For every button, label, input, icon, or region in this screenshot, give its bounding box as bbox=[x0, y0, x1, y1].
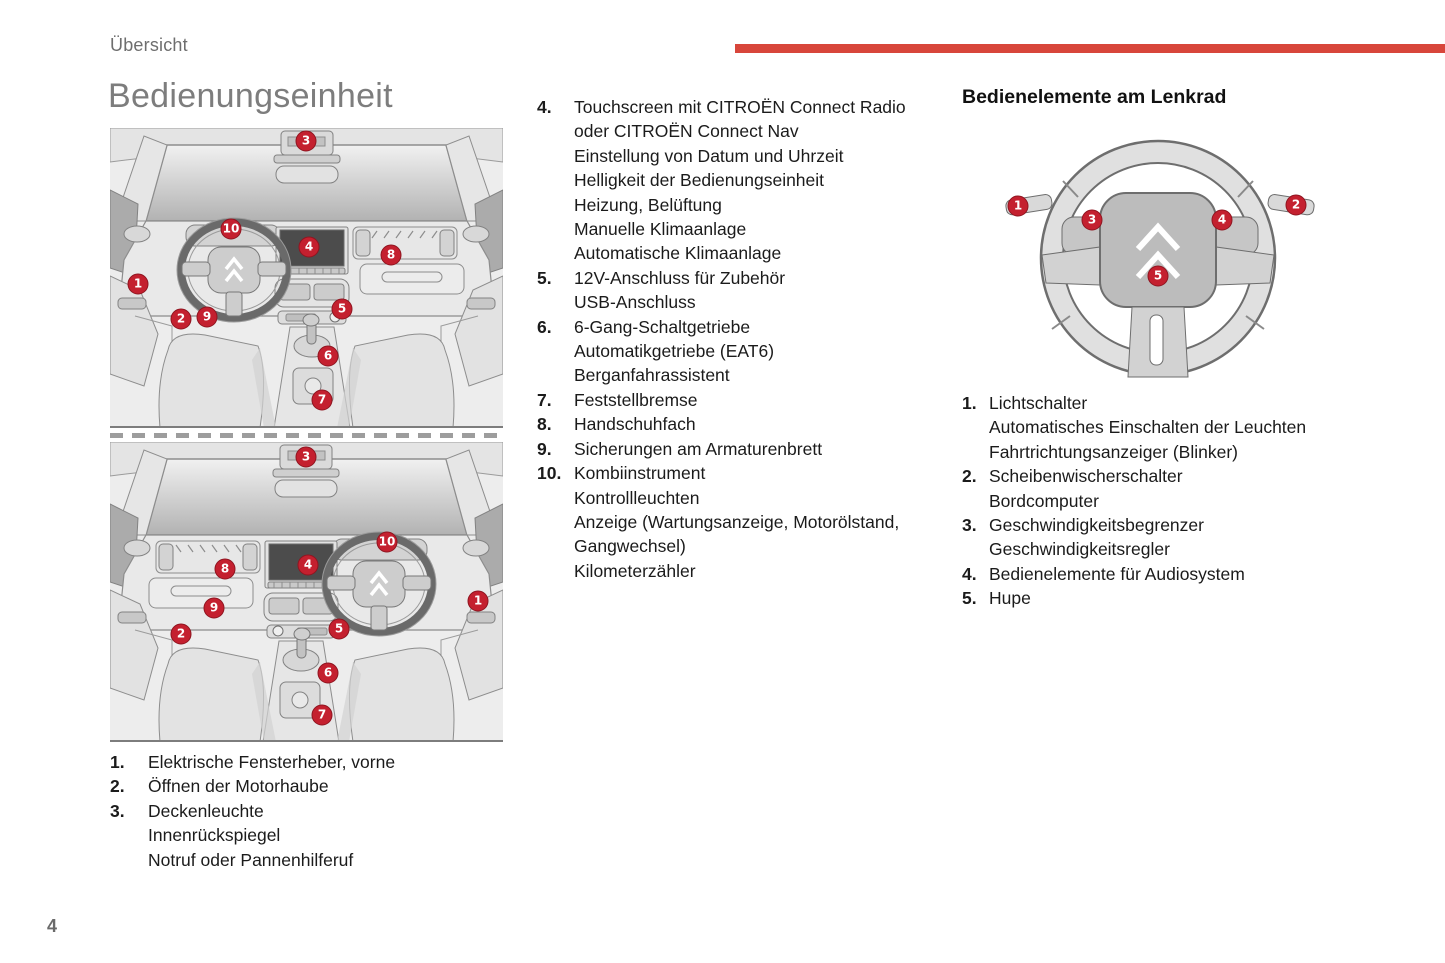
callout-marker-8: 8 bbox=[380, 244, 402, 266]
page-number: 4 bbox=[47, 916, 58, 936]
legend-item-number: 2. bbox=[110, 776, 125, 797]
legend-list-controls: 1. Elektrische Fensterheber, vorne 2. Öffne… bbox=[110, 750, 520, 872]
accent-bar bbox=[735, 44, 1445, 53]
legend-item: 4. Bedienelemente für Audiosystem bbox=[962, 562, 1412, 586]
steering-section-title: Bedienelemente am Lenkrad bbox=[962, 86, 1227, 108]
legend-item: 2. Öffnen der Motorhaube bbox=[110, 774, 520, 798]
legend-item: 1. Elektrische Fensterheber, vorne bbox=[110, 750, 520, 774]
legend-item-lines: Hupe bbox=[989, 588, 1031, 609]
legend-item: 9. Sicherungen am Armaturenbrett bbox=[537, 437, 962, 461]
callout-marker-4: 4 bbox=[298, 236, 320, 258]
legend-item-lines: Sicherungen am Armaturenbrett bbox=[574, 438, 823, 459]
legend-item: 5. Hupe bbox=[962, 586, 1412, 610]
callout-marker-3: 3 bbox=[1081, 209, 1103, 231]
callout-marker-1: 1 bbox=[1007, 195, 1029, 217]
dashboard-illustration-lhd bbox=[110, 128, 503, 428]
legend-item-number: 1. bbox=[962, 393, 977, 413]
callout-marker-3: 3 bbox=[295, 446, 317, 468]
callout-marker-1: 1 bbox=[127, 273, 149, 295]
legend-item-number: 8. bbox=[537, 414, 552, 435]
callout-marker-6: 6 bbox=[317, 345, 339, 367]
callout-marker-10: 10 bbox=[220, 218, 242, 240]
callout-marker-2: 2 bbox=[1285, 194, 1307, 216]
callout-marker-3: 3 bbox=[295, 130, 317, 152]
callout-marker-7: 7 bbox=[311, 389, 333, 411]
breadcrumb: Übersicht bbox=[110, 35, 188, 55]
legend-item: 8. Handschuhfach bbox=[537, 412, 962, 436]
legend-item-number: 2. bbox=[962, 466, 977, 487]
diagram-divider bbox=[110, 433, 503, 438]
steering-wheel-diagram: 1 2 3 4 5 bbox=[1000, 133, 1320, 383]
callout-marker-2: 2 bbox=[170, 623, 192, 645]
callout-marker-9: 9 bbox=[196, 306, 218, 328]
page-title: Bedienungseinheit bbox=[108, 77, 393, 115]
legend-item-number: 3. bbox=[110, 800, 125, 821]
callout-marker-2: 2 bbox=[170, 308, 192, 330]
legend-item-number: 7. bbox=[537, 389, 552, 410]
legend-item-number: 1. bbox=[110, 752, 125, 772]
callout-marker-8: 8 bbox=[214, 558, 236, 580]
callout-marker-5: 5 bbox=[1147, 265, 1169, 287]
callout-marker-9: 9 bbox=[203, 597, 225, 619]
legend-item-lines: Öffnen der Motorhaube bbox=[148, 776, 329, 797]
legend-item-number: 4. bbox=[962, 563, 977, 584]
callout-marker-6: 6 bbox=[317, 662, 339, 684]
callout-marker-7: 7 bbox=[311, 704, 333, 726]
callout-marker-5: 5 bbox=[328, 618, 350, 640]
legend-item-number: 5. bbox=[962, 588, 977, 609]
legend-item-number: 5. bbox=[537, 267, 552, 288]
legend-item-lines: Feststellbremse bbox=[574, 389, 698, 410]
legend-item-lines: Bedienelemente für Audiosystem bbox=[989, 563, 1245, 584]
callout-marker-10: 10 bbox=[376, 531, 398, 553]
legend-item-lines: Elektrische Fensterheber, vorne bbox=[148, 752, 396, 772]
steering-wheel-illustration bbox=[1005, 139, 1315, 378]
legend-item: 7. Feststellbremse bbox=[537, 388, 962, 412]
callout-marker-4: 4 bbox=[1211, 209, 1233, 231]
legend-item-number: 10. bbox=[537, 463, 562, 484]
legend-item-number: 6. bbox=[537, 316, 552, 337]
callout-marker-5: 5 bbox=[331, 298, 353, 320]
callout-marker-4: 4 bbox=[297, 554, 319, 576]
dashboard-illustration-rhd bbox=[110, 442, 503, 742]
legend-item-lines: Handschuhfach bbox=[574, 414, 696, 435]
legend-item-number: 4. bbox=[537, 97, 552, 117]
legend-item-number: 9. bbox=[537, 438, 552, 459]
callout-marker-1: 1 bbox=[467, 590, 489, 612]
legend-item-number: 3. bbox=[962, 515, 977, 536]
